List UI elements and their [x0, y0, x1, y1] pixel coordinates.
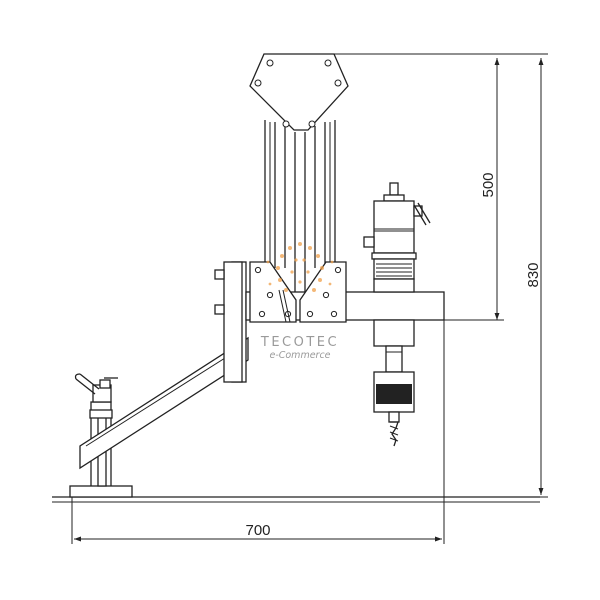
dimension-500-label: 500: [480, 172, 497, 197]
brand-logo-mark: [266, 242, 334, 292]
tapping-motor: [363, 182, 431, 447]
dimension-700: 700: [71, 320, 445, 544]
base-foot: [69, 485, 133, 498]
clamp-handle: [74, 373, 118, 395]
swing-arm: [79, 336, 249, 470]
brand-watermark: TECOTEC e-Commerce: [260, 242, 339, 361]
brand-tagline: e-Commerce: [269, 350, 330, 361]
dimension-500: 500: [334, 53, 548, 321]
dimension-830: 830: [444, 58, 548, 498]
dimension-830-label: 830: [525, 262, 542, 287]
post-flange: [214, 261, 247, 383]
joint-plates: [249, 261, 347, 323]
ground-line: [52, 496, 540, 503]
spring-rods: [264, 120, 336, 300]
dimension-700-label: 700: [245, 522, 270, 539]
brand-name: TECOTEC: [260, 335, 339, 350]
top-plate: [249, 53, 349, 131]
